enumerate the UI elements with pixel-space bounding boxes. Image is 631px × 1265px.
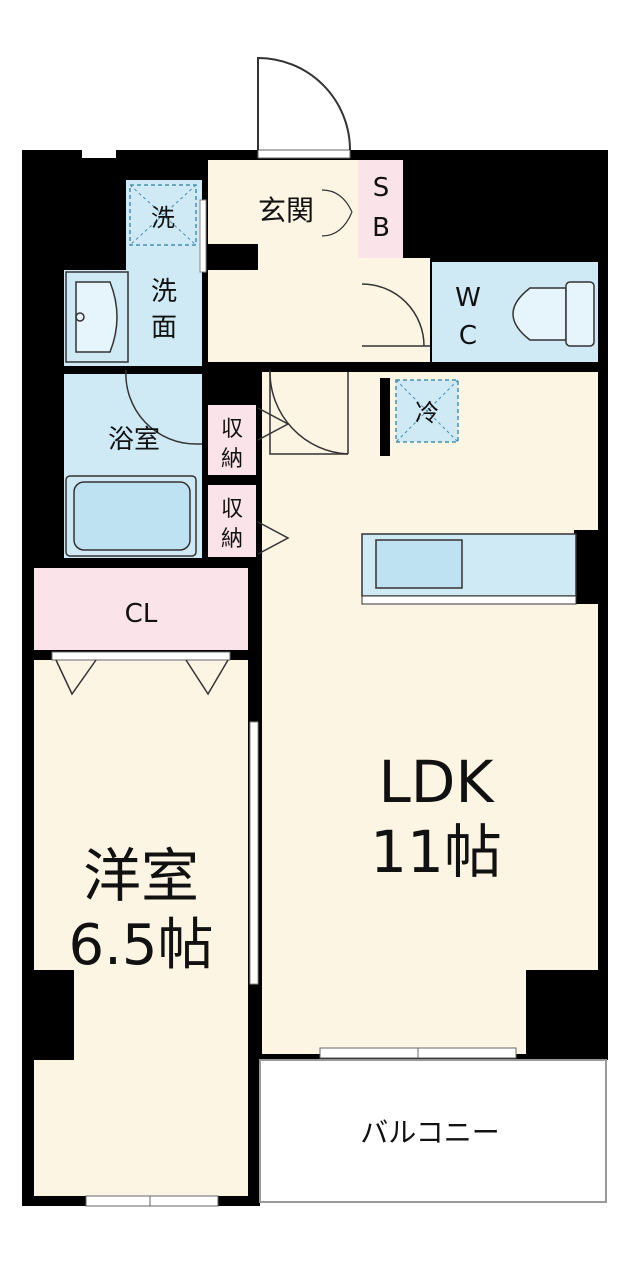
storage-door: [257, 521, 290, 555]
wall-block: [22, 1056, 34, 1204]
label-sb-2: B: [372, 213, 390, 243]
label-ldk-2: 11帖: [370, 818, 502, 886]
kitchen-sink: [375, 539, 463, 589]
storage-door: [257, 407, 290, 441]
sliding-door: [249, 721, 259, 985]
washing-machine-x: [129, 184, 197, 246]
label-storage-2b: 納: [221, 527, 243, 552]
label-ldk-1: LDK: [378, 748, 495, 816]
label-fridge: 冷: [415, 399, 439, 427]
entrance-door: [257, 56, 351, 151]
label-storage-1a: 収: [221, 417, 243, 442]
storage-1: [208, 405, 256, 475]
bath-door: [125, 369, 202, 445]
label-sb-1: S: [373, 173, 390, 203]
label-western-1: 洋室: [83, 842, 199, 910]
window: [257, 149, 351, 159]
ldk-floor: [262, 372, 598, 1054]
toilet-tank: [565, 281, 595, 347]
label-storage-2a: 収: [221, 497, 243, 522]
window: [82, 150, 116, 158]
ldk-door-arc: [269, 371, 349, 455]
washbasin-tap: [75, 312, 85, 322]
washbasin-bowl: [75, 281, 118, 353]
sb-door: [321, 189, 353, 237]
label-washroom-2: 面: [151, 313, 177, 343]
label-wc-2: C: [459, 321, 477, 351]
closet: [34, 568, 248, 650]
label-washroom-1: 洗: [151, 277, 177, 307]
sb-storage: [358, 160, 403, 258]
toilet: [512, 287, 567, 341]
label-washing-machine: 洗: [151, 204, 175, 232]
label-western-2: 6.5帖: [68, 913, 213, 978]
window: [85, 1195, 219, 1207]
balcony: [259, 1059, 607, 1203]
kitchen-counter-edge: [361, 595, 577, 605]
wall-block: [526, 970, 608, 1060]
bathtub-inner: [73, 481, 191, 551]
label-entrance: 玄関: [258, 194, 314, 227]
label-bathroom: 浴室: [108, 425, 160, 455]
corridor-floor: [208, 258, 430, 362]
label-wc-1: W: [455, 283, 481, 313]
label-balcony: バルコニー: [360, 1116, 499, 1149]
western-room: [34, 660, 248, 1196]
closet-door: [55, 659, 97, 696]
wall-block: [380, 378, 390, 456]
storage-2: [208, 485, 256, 557]
label-closet: CL: [125, 599, 158, 629]
wall-block: [208, 244, 258, 270]
wc-door: [361, 283, 430, 347]
ldk-door: [269, 370, 348, 455]
wall-block: [574, 530, 602, 604]
label-storage-1b: 納: [221, 447, 243, 472]
closet-door: [185, 659, 229, 696]
wall-block: [22, 970, 74, 1060]
closet-rail: [51, 651, 231, 661]
entrance-floor: [208, 160, 358, 258]
fridge-x: [395, 379, 459, 443]
washroom-door: [199, 199, 207, 273]
